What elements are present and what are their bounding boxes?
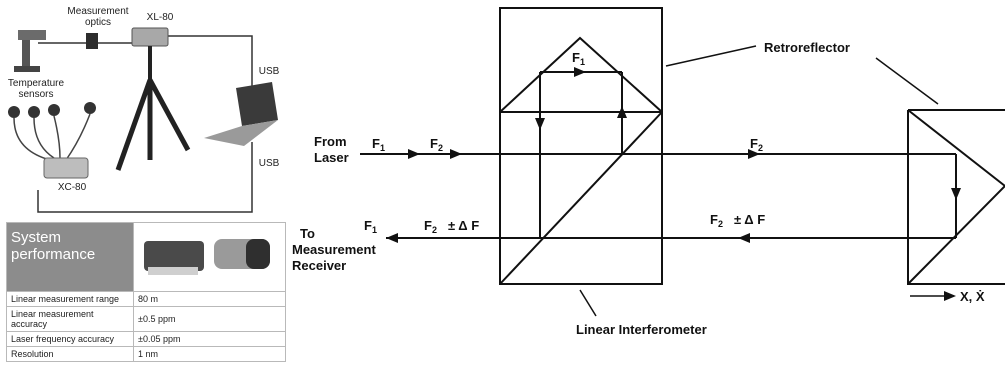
spec-label: Resolution [6,346,134,362]
tripod-leg [115,79,153,171]
spec-label: Linear measurement range [6,291,134,307]
arrowhead [951,188,961,200]
laptop-keyboard-icon [204,120,278,146]
optics-block [86,33,98,49]
sensor-icon [84,102,96,114]
setup-illustration [8,27,278,213]
sensor-icon [48,104,60,116]
retroreflector-leader [665,45,757,67]
xc80-compensator-icon [43,157,89,179]
xc80-label: XC-80 [57,182,87,193]
f1-incoming-label: F1 [372,136,385,153]
f1-output-label: F1 [364,218,377,235]
spec-value: ±0.05 ppm [133,331,286,347]
measurement-optics-label: Measurement optics [67,6,129,28]
temperature-sensors-label: Temperature sensors [7,78,65,100]
tripod-leg [147,78,191,152]
f2-output-label: F2 [424,218,437,235]
to-receiver-line3: Receiver [292,258,346,273]
retroreflector-label: Retroreflector [764,40,850,55]
f1-reference-label: F1 [572,50,585,67]
spec-table-header: System performance [6,222,134,292]
arrowhead [574,67,586,77]
from-laser-line2: Laser [314,150,349,165]
machine-base [14,66,40,72]
arrowhead [535,118,545,130]
sensor-icon [8,106,20,118]
arrowhead [450,149,462,159]
f2-incoming-label: F2 [430,136,443,153]
laptop-screen [236,82,278,126]
table-row: Linear measurement accuracy ±0.5 ppm [6,306,286,332]
arrowhead [748,149,760,159]
setup-photo: Measurement optics XL-80 Temperature sen… [0,0,290,222]
laser-unit-icon [144,241,204,271]
arrowhead [738,233,750,243]
reference-retroreflector [499,36,663,113]
table-row: Resolution 1 nm [6,346,286,362]
to-receiver-line2: Measurement [292,242,376,257]
beam-splitter [499,111,663,285]
product-image-cell [133,222,286,292]
spec-table: System performance Linear measurement ra… [6,222,286,362]
spec-value: 1 nm [133,346,286,362]
machine-head [18,30,46,40]
arrowhead [944,291,956,301]
spec-table-header-row: System performance [6,222,286,292]
from-laser-line1: From [314,134,347,149]
xl80-laser-icon [131,27,169,47]
arrowhead [408,149,420,159]
usb-bottom-label: USB [258,158,280,169]
arrowhead [386,233,398,243]
compensator-cap [246,239,270,269]
usb-top-label: USB [258,66,280,77]
spec-label: Linear measurement accuracy [6,306,134,332]
return-delta-label: ± Δ F [734,212,765,227]
spec-value: 80 m [133,291,286,307]
linear-interferometer-label: Linear Interferometer [576,322,707,337]
output-delta-label: ± Δ F [448,218,479,233]
moving-retroreflector-prism [907,109,1005,285]
arrowhead [617,106,627,118]
machine-column [22,37,30,67]
laser-unit-base [148,267,198,275]
to-receiver-line1: To [300,226,315,241]
retroreflector-leader [875,57,939,105]
sensor-cables [13,113,91,161]
f2-measurement-label: F2 [750,136,763,153]
product-image [144,239,270,275]
table-row: Laser frequency accuracy ±0.05 ppm [6,331,286,347]
diagram-canvas: From Laser F1 F2 F1 F2 Retroreflector F2… [292,7,1005,337]
interferometer-diagram: From Laser F1 F2 F1 F2 Retroreflector F2… [290,0,1005,366]
sensor-icon [28,106,40,118]
spec-value: ±0.5 ppm [133,306,286,332]
linear-interferometer-box [499,7,663,285]
table-row: Linear measurement range 80 m [6,291,286,307]
interferometer-leader [579,289,597,317]
cable [37,35,253,213]
motion-label: X, Ẋ [960,289,985,304]
xl80-label: XL-80 [146,12,174,23]
f2-return-label: F2 [710,212,723,229]
spec-label: Laser frequency accuracy [6,331,134,347]
